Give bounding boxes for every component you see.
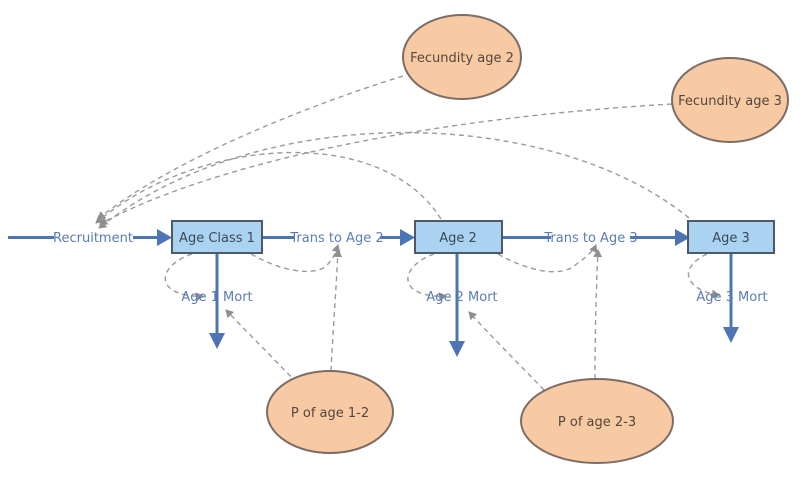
- flow-recruitment-arrowhead-icon: [157, 229, 172, 246]
- connector-age3-to-age3mort[interactable]: [687, 253, 720, 299]
- flow-age-2-mort[interactable]: [449, 253, 465, 357]
- connector-p23-to-age2mort[interactable]: [468, 311, 545, 391]
- connector-p12-to-age1mort[interactable]: [225, 309, 298, 384]
- converter-p-of-age-2-3-label: P of age 2-3: [558, 415, 636, 430]
- converter-p-of-age-1-2-label: P of age 1-2: [291, 406, 369, 421]
- converter-p-of-age-2-3[interactable]: P of age 2-3: [520, 378, 674, 464]
- flow-trans-to-age-3[interactable]: [502, 229, 690, 246]
- connector-age3-to-recruitment[interactable]: [98, 131, 690, 229]
- connector-age2-to-age2mort[interactable]: [407, 253, 447, 302]
- flow-age1mort-arrowhead-icon: [209, 333, 225, 349]
- converter-fecundity-age-3[interactable]: Fecundity age 3: [671, 57, 789, 143]
- connector-ageclass1-to-trans2[interactable]: [250, 244, 341, 273]
- stock-age-3[interactable]: Age 3: [687, 220, 775, 254]
- stock-age-class-1-label: Age Class 1: [179, 231, 255, 246]
- converter-p-of-age-1-2-shape[interactable]: [266, 370, 394, 454]
- flow-labels: Recruitment Trans to Age 2 Trans to Age …: [53, 231, 768, 305]
- stock-age-3-label: Age 3: [712, 231, 750, 246]
- flow-age-1-mort-label: Age 1 Mort: [181, 290, 252, 305]
- flow-pipes: [8, 229, 739, 357]
- flow-trans-to-age-2[interactable]: [262, 229, 415, 246]
- connector-fecundity3-to-recruitment[interactable]: [99, 103, 673, 225]
- converter-fecundity-age-3-label: Fecundity age 3: [678, 94, 782, 109]
- converter-fecundity-age-3-shape[interactable]: [671, 57, 789, 143]
- stock-age-2[interactable]: Age 2: [414, 220, 503, 254]
- converter-fecundity-age-2[interactable]: Fecundity age 2: [402, 14, 522, 100]
- flow-recruitment-label: Recruitment: [53, 231, 133, 246]
- flow-age-1-mort[interactable]: [209, 253, 225, 349]
- connector-ageclass1-to-age1mort[interactable]: [164, 253, 204, 302]
- stock-age-class-1-box[interactable]: [171, 220, 263, 254]
- stock-age-class-1[interactable]: Age Class 1: [171, 220, 263, 254]
- flow-trans3-arrowhead-icon: [675, 229, 690, 246]
- flow-age-3-mort-label: Age 3 Mort: [696, 290, 767, 305]
- flow-age3mort-arrowhead-icon: [723, 327, 739, 343]
- flow-recruitment[interactable]: [8, 229, 172, 246]
- connector-p12-to-trans2[interactable]: [330, 249, 343, 372]
- stock-age-2-box[interactable]: [414, 220, 503, 254]
- converter-fecundity-age-2-label: Fecundity age 2: [410, 51, 514, 66]
- connector-p23-to-trans3[interactable]: [593, 249, 603, 380]
- stock-age-2-label: Age 2: [439, 231, 477, 246]
- flow-age2mort-arrowhead-icon: [449, 341, 465, 357]
- flow-trans-to-age-2-label: Trans to Age 2: [289, 231, 383, 246]
- stock-age-3-box[interactable]: [687, 220, 775, 254]
- flow-age-2-mort-label: Age 2 Mort: [426, 290, 497, 305]
- flow-age-3-mort[interactable]: [723, 253, 739, 343]
- converter-fecundity-age-2-shape[interactable]: [402, 14, 522, 100]
- converter-p-of-age-1-2[interactable]: P of age 1-2: [266, 370, 394, 454]
- connector-age2-to-trans3[interactable]: [497, 244, 598, 273]
- flow-trans-to-age-3-label: Trans to Age 3: [543, 231, 637, 246]
- flow-trans2-arrowhead-icon: [400, 229, 415, 246]
- connector-group: [95, 75, 720, 391]
- converter-p-of-age-2-3-shape[interactable]: [520, 378, 674, 464]
- connector-age2-to-recruitment[interactable]: [95, 151, 442, 224]
- connector-fecundity2-to-recruitment[interactable]: [97, 75, 404, 220]
